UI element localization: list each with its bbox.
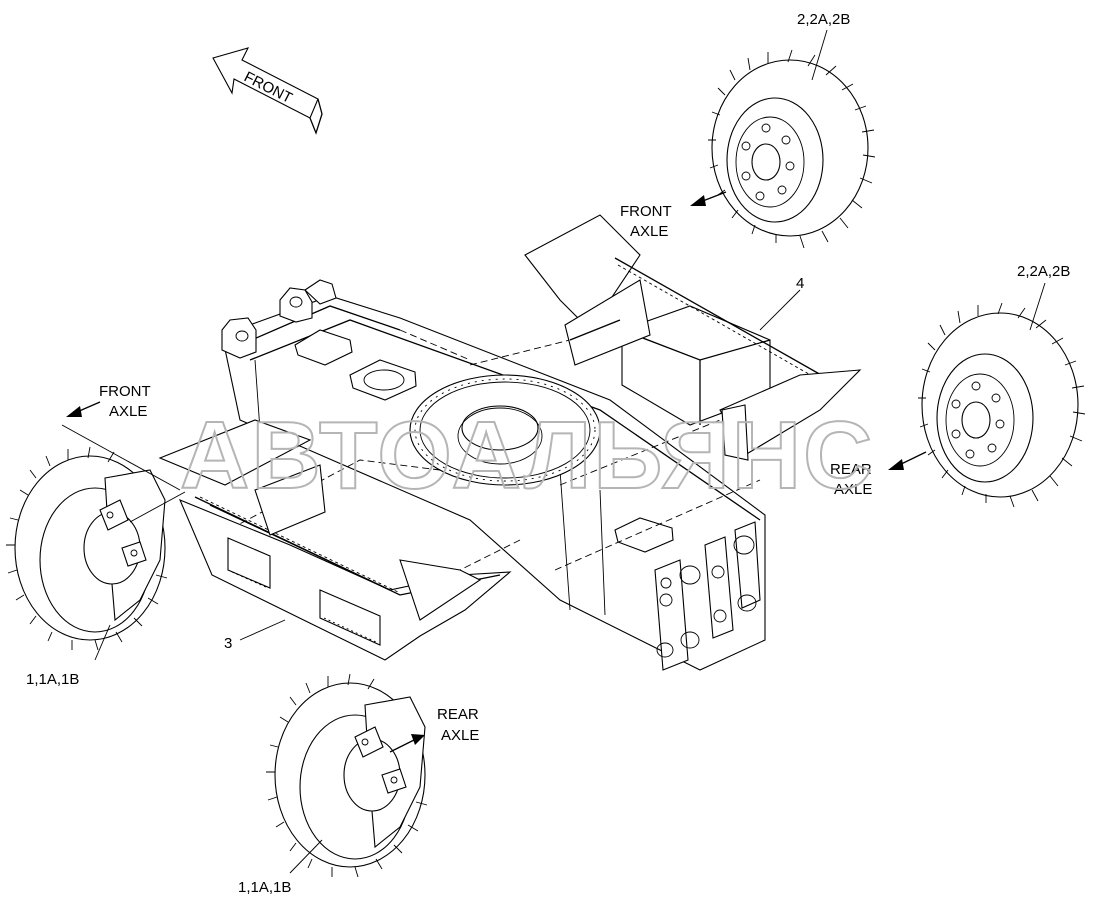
slewing-ring [409, 374, 601, 486]
leader-lines [61, 29, 1046, 874]
labels: 2,2A,2B 2,2A,2B 1,1A,1B 1,1A,1B 3 4 FRON… [26, 11, 1070, 896]
arrow-head-icon [690, 195, 706, 206]
axle-label-rear-right-2: AXLE [834, 481, 872, 498]
callout-part-4: 4 [796, 275, 804, 292]
axle-label-front-left-2: AXLE [109, 403, 147, 420]
axle-label-rear-right-1: REAR [830, 461, 872, 478]
callout-tire-left: 1,1A,1B [26, 671, 79, 688]
tire-rear-left [6, 446, 168, 651]
tire-front-right [918, 302, 1086, 508]
axle-label-front-top-2: AXLE [630, 223, 668, 240]
arrow-head-icon [888, 459, 904, 470]
callout-tire-right: 2,2A,2B [1017, 263, 1070, 280]
arrow-head-icon [66, 406, 82, 417]
front-direction-arrow: FRONT [212, 47, 323, 135]
callout-tire-bottom: 1,1A,1B [238, 879, 291, 896]
axle-arrows [66, 191, 927, 753]
arrow-head-icon [411, 734, 425, 745]
axle-label-rear-bottom-2: AXLE [441, 727, 479, 744]
alignment-lines [199, 329, 761, 581]
callout-part-3: 3 [224, 635, 232, 652]
axle-label-front-left-1: FRONT [99, 383, 151, 400]
tire-front-right-top [708, 49, 876, 249]
watermark: АВТОАЛЬЯНС [180, 402, 874, 509]
part-3-step-assembly [158, 419, 512, 661]
part-4-step-assembly [524, 214, 862, 461]
tire-rear-bottom [266, 673, 428, 878]
axle-label-rear-bottom-1: REAR [437, 706, 479, 723]
axle-label-front-top-1: FRONT [620, 203, 672, 220]
callout-tire-top: 2,2A,2B [797, 11, 850, 28]
